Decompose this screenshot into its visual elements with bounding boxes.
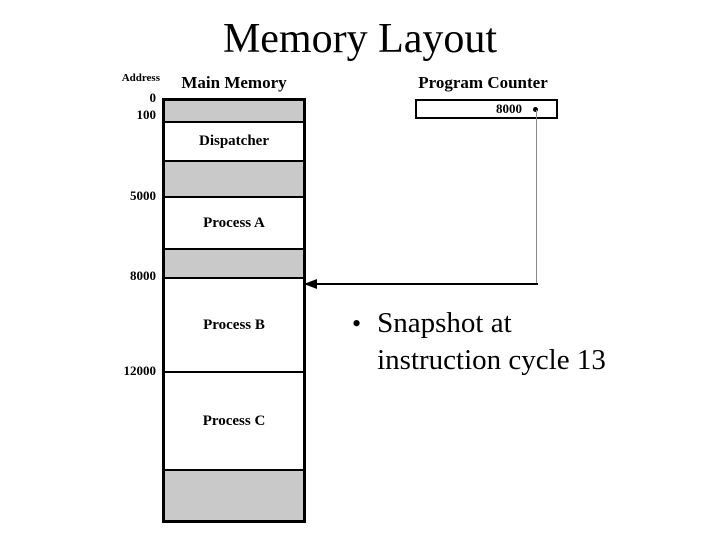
- memory-block-reserved-2: [165, 160, 303, 196]
- memory-block-process-a: Process A: [165, 196, 303, 248]
- bullet-text: Snapshot at instruction cycle 13: [377, 305, 606, 379]
- memory-block-reserved-bottom: [165, 469, 303, 520]
- program-counter-label: Program Counter: [418, 73, 548, 92]
- arrowhead-left-icon: [304, 279, 317, 289]
- memory-block-reserved-top: [165, 101, 303, 121]
- pointer-origin-dot-icon: [533, 106, 538, 112]
- address-label-100: 100: [136, 107, 157, 122]
- memory-block-reserved-3: [165, 248, 303, 277]
- program-counter-value: 8000: [496, 101, 522, 116]
- bullet-text-line1: Snapshot at: [377, 307, 512, 339]
- memory-block-label: Dispatcher: [199, 133, 269, 149]
- bullet-item: • Snapshot at instruction cycle 13: [352, 305, 606, 379]
- memory-block-label: Process C: [202, 412, 266, 429]
- pointer-line-horizontal: [306, 283, 538, 285]
- memory-block-dispatcher: Dispatcher: [165, 121, 303, 160]
- memory-block-process-b: Process B: [165, 277, 303, 371]
- main-memory-column: Dispatcher Process A Process B Process C: [162, 98, 306, 523]
- page-title: Memory Layout: [222, 16, 498, 62]
- bullet-marker-icon: •: [352, 309, 362, 338]
- address-label-5000: 5000: [130, 188, 156, 203]
- address-label-0: 0: [149, 90, 157, 105]
- memory-block-process-c: Process C: [165, 371, 303, 469]
- bullet-text-line2: instruction cycle 13: [377, 344, 606, 376]
- address-label-8000: 8000: [130, 268, 156, 283]
- address-label-12000: 12000: [123, 363, 157, 378]
- pointer-line-vertical: [536, 110, 537, 284]
- main-memory-label: Main Memory: [181, 73, 287, 92]
- program-counter-box: 8000: [415, 99, 558, 119]
- memory-block-label: Process B: [203, 316, 265, 333]
- address-column-header: Address: [121, 72, 160, 84]
- memory-block-label: Process A: [203, 214, 265, 231]
